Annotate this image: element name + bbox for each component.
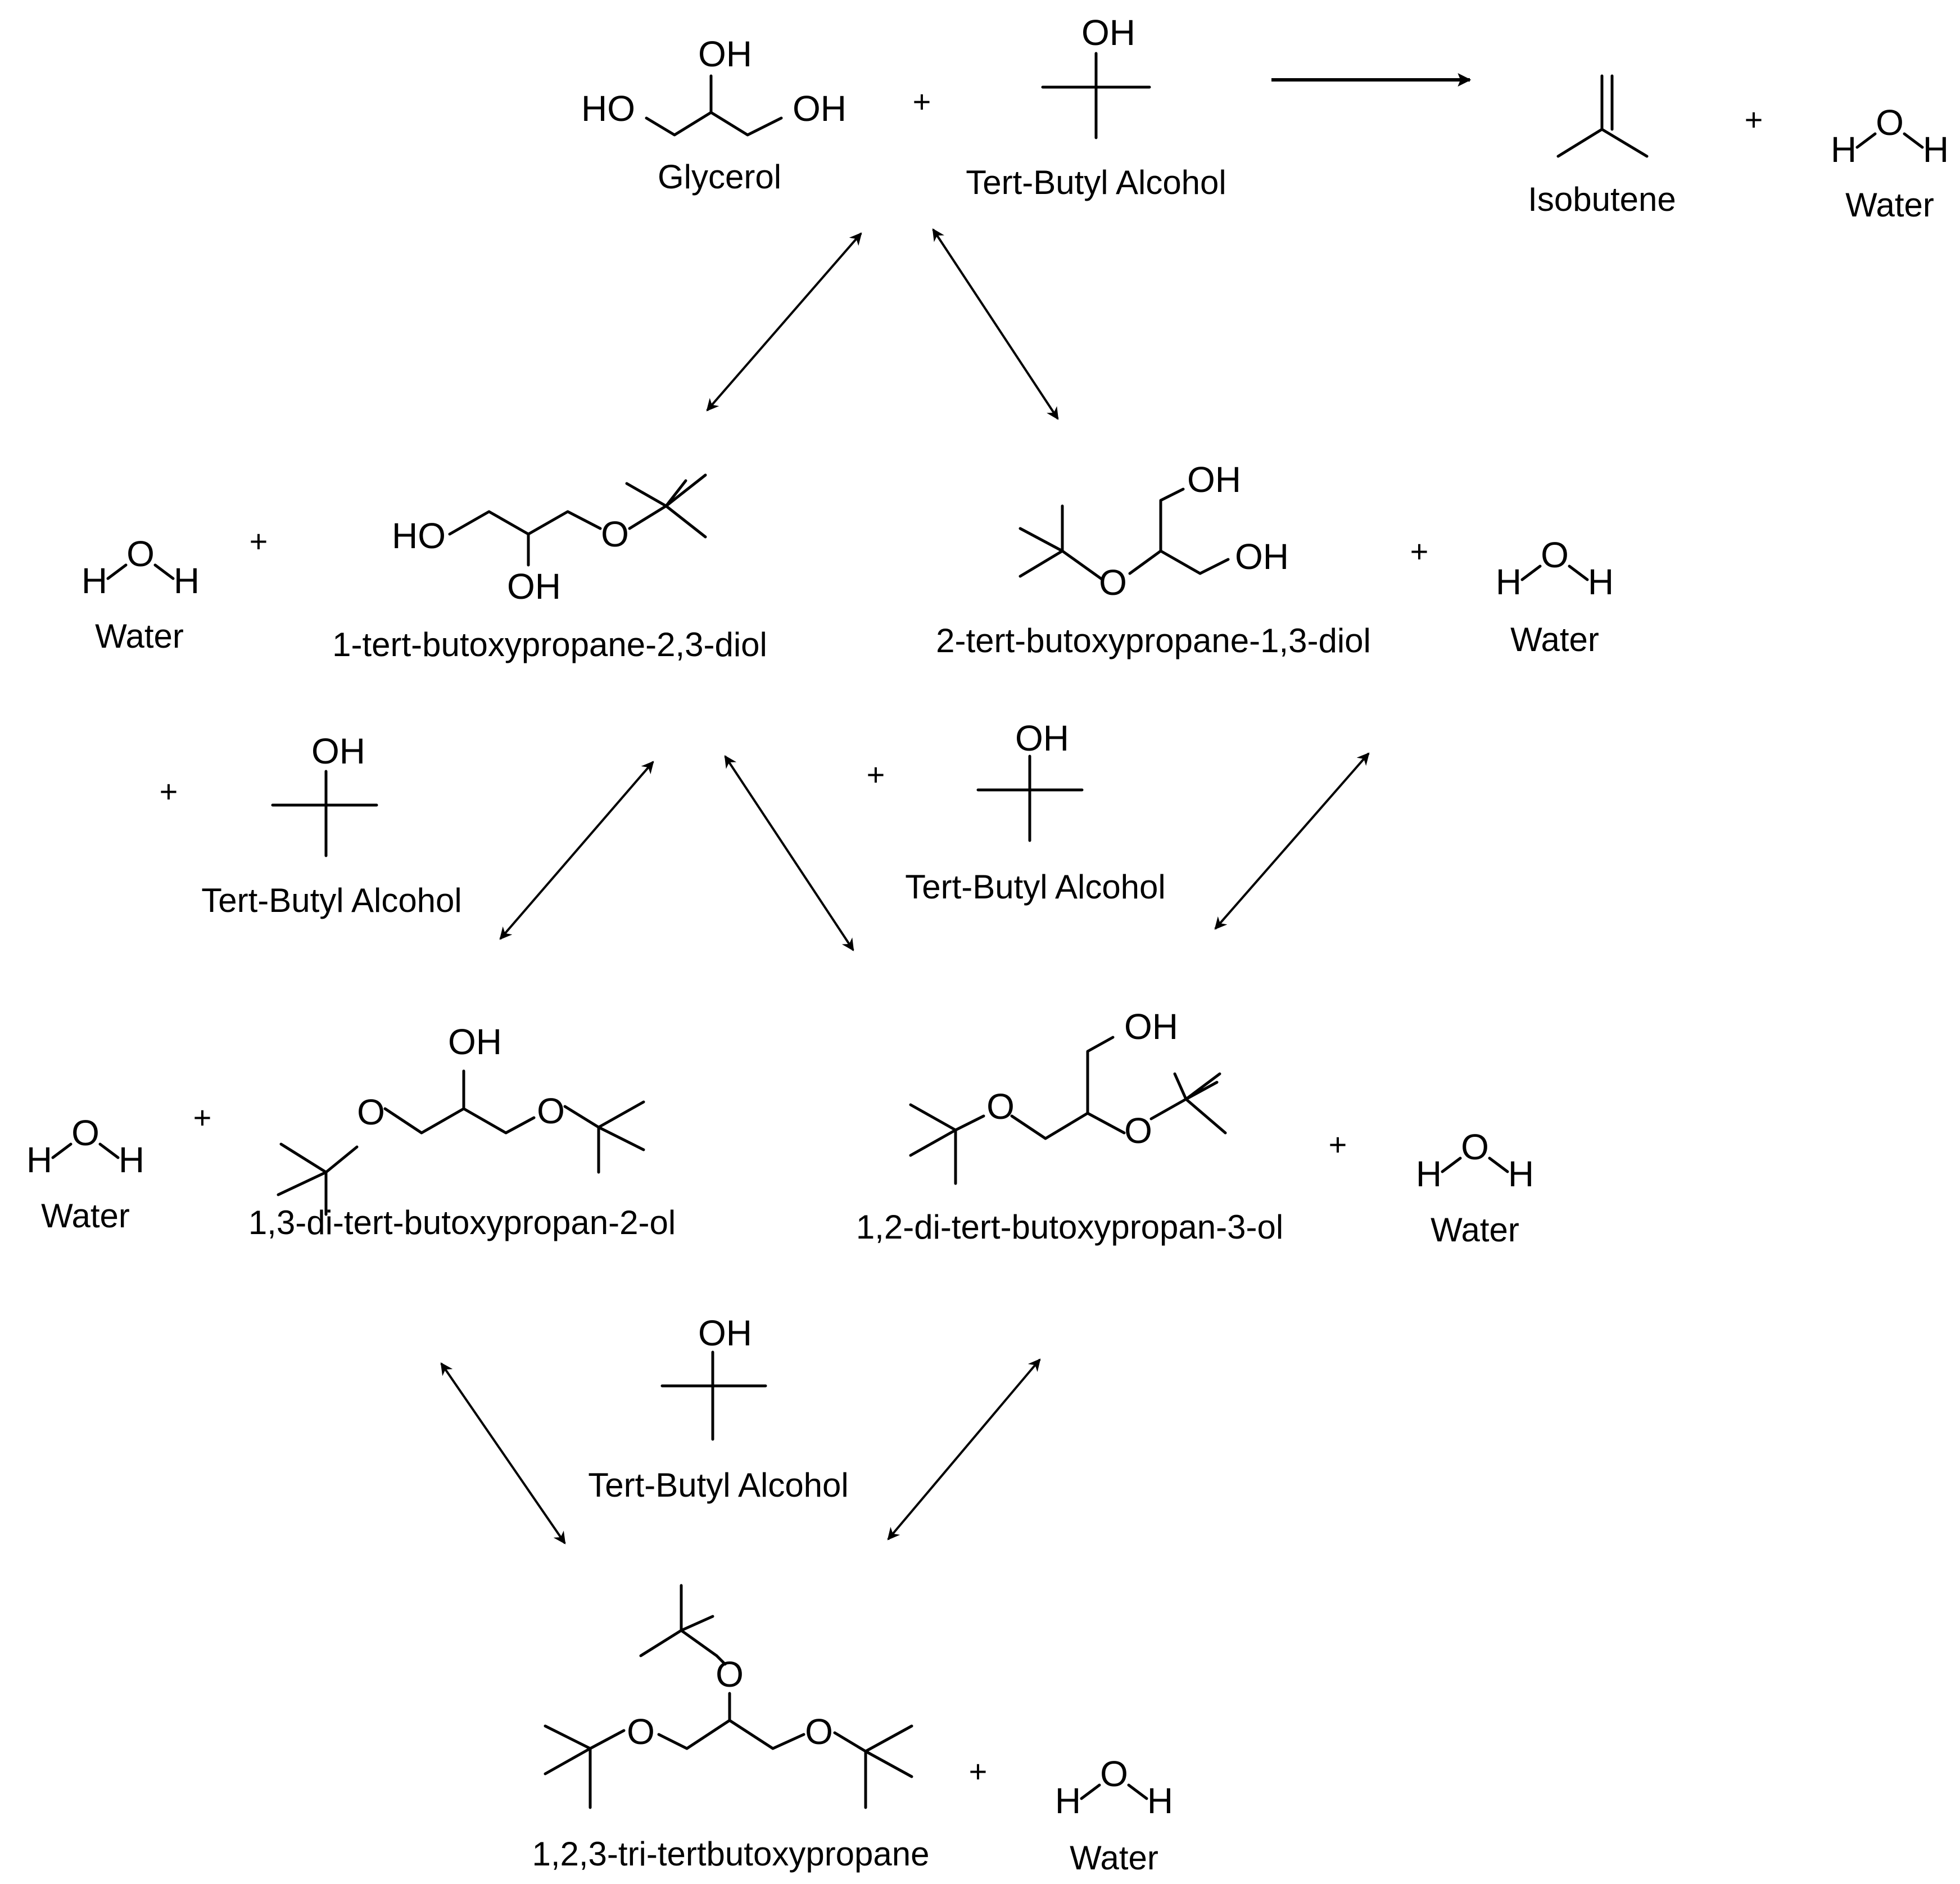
d1-o-right: O [537,1091,565,1131]
water-label: Water [95,617,184,655]
glycerol-structure: OH HO OH [581,34,847,137]
m1-oh: OH [507,566,561,607]
water-h-right: H [1147,1781,1173,1821]
water-h-right: H [1923,129,1949,170]
d2-label: 1,2-di-tert-butoxypropan-3-ol [856,1208,1283,1246]
water-h-left: H [82,561,107,601]
d1-oh: OH [448,1022,502,1062]
water-h-left: H [1831,129,1857,170]
water-label: Water [1431,1211,1519,1249]
t1-o-right: O [805,1711,833,1752]
plus-sign: + [250,523,268,559]
glycerol-oh-right: OH [793,88,847,129]
equilibrium-arrow [1214,752,1370,930]
m2-oh-top: OH [1187,459,1241,500]
plus-sign: + [969,1754,988,1789]
m1-o-ether: O [601,514,629,554]
water-h-right: H [1508,1154,1534,1194]
tba-oh: OH [1081,12,1135,53]
water-label: Water [1510,621,1599,658]
d1-structure: O OH O [277,1022,645,1216]
water-o: O [1541,535,1569,575]
t1-label: 1,2,3-tri-tertbutoxypropane [532,1835,929,1873]
tba-label-bottom: Tert-Butyl Alcohol [588,1466,849,1504]
water-h-left: H [1416,1154,1442,1194]
tba-oh: OH [311,731,365,771]
water-h-left: H [1496,562,1522,602]
d2-o-right: O [1124,1110,1152,1151]
plus-sign: + [193,1100,212,1135]
m1-label: 1-tert-butoxypropane-2,3-diol [332,626,767,663]
tba-label-top: Tert-Butyl Alcohol [966,164,1226,201]
water-structure: H O H [1496,535,1614,602]
tba-structure-bottom: OH [660,1313,767,1441]
water-h-left: H [26,1140,52,1180]
d1-label: 1,3-di-tert-butoxypropan-2-ol [248,1204,676,1241]
water-label: Water [1070,1839,1158,1877]
plus-sign: + [867,757,885,792]
water-o: O [1100,1754,1128,1794]
d2-structure: O O OH [909,1006,1227,1185]
t1-o-top: O [716,1654,744,1695]
m2-oh-right: OH [1235,536,1289,577]
glycerol-ho-left: HO [581,88,635,129]
t1-o-left: O [627,1711,655,1752]
water-structure: H O H [26,1113,144,1180]
tba-oh: OH [698,1313,752,1353]
d1-o-left: O [357,1092,385,1132]
equilibrium-arrow [440,1362,566,1544]
water-h-left: H [1055,1781,1081,1821]
water-structure: H O H [1831,102,1949,170]
water-label: Water [41,1197,130,1235]
tba-structure-top: OH [1041,12,1151,139]
m2-o-ether: O [1099,562,1127,603]
tba-oh: OH [1015,718,1069,758]
d2-oh: OH [1124,1006,1178,1047]
glycerol-label: Glycerol [658,158,781,196]
water-o: O [1876,102,1904,143]
tba-structure-left: OH [271,731,378,857]
water-o: O [126,534,155,574]
equilibrium-arrow [499,761,654,940]
tba-structure-middle: OH [976,718,1084,842]
d2-o-left: O [986,1086,1015,1127]
plus-sign: + [1410,534,1429,569]
equilibrium-arrow [706,232,862,412]
water-h-right: H [1588,562,1614,602]
tba-label-middle: Tert-Butyl Alcohol [905,868,1166,906]
water-h-right: H [119,1140,144,1180]
m1-structure: HO OH O [392,473,707,607]
water-structure: H O H [1416,1127,1534,1194]
m2-structure: O OH OH [1019,459,1289,603]
m1-ho: HO [392,516,446,556]
water-label: Water [1845,186,1934,224]
water-o: O [1461,1127,1489,1167]
equilibrium-arrow [887,1358,1041,1540]
t1-structure: O O O [544,1584,913,1809]
water-o: O [71,1113,99,1153]
equilibrium-arrow [932,228,1059,420]
isobutene-label: Isobutene [1528,180,1676,218]
isobutene-structure [1556,74,1649,158]
water-structure: H O H [1055,1754,1173,1821]
m2-label: 2-tert-butoxypropane-1,3-diol [936,622,1371,659]
tba-label-left: Tert-Butyl Alcohol [201,882,462,919]
plus-sign: + [160,774,178,809]
equilibrium-arrow [724,755,854,951]
water-h-right: H [174,561,200,601]
glycerol-oh-top: OH [698,34,752,74]
plus-sign: + [1745,102,1763,137]
plus-sign: + [913,84,931,119]
plus-sign: + [1329,1127,1347,1162]
water-structure: H O H [82,534,200,601]
